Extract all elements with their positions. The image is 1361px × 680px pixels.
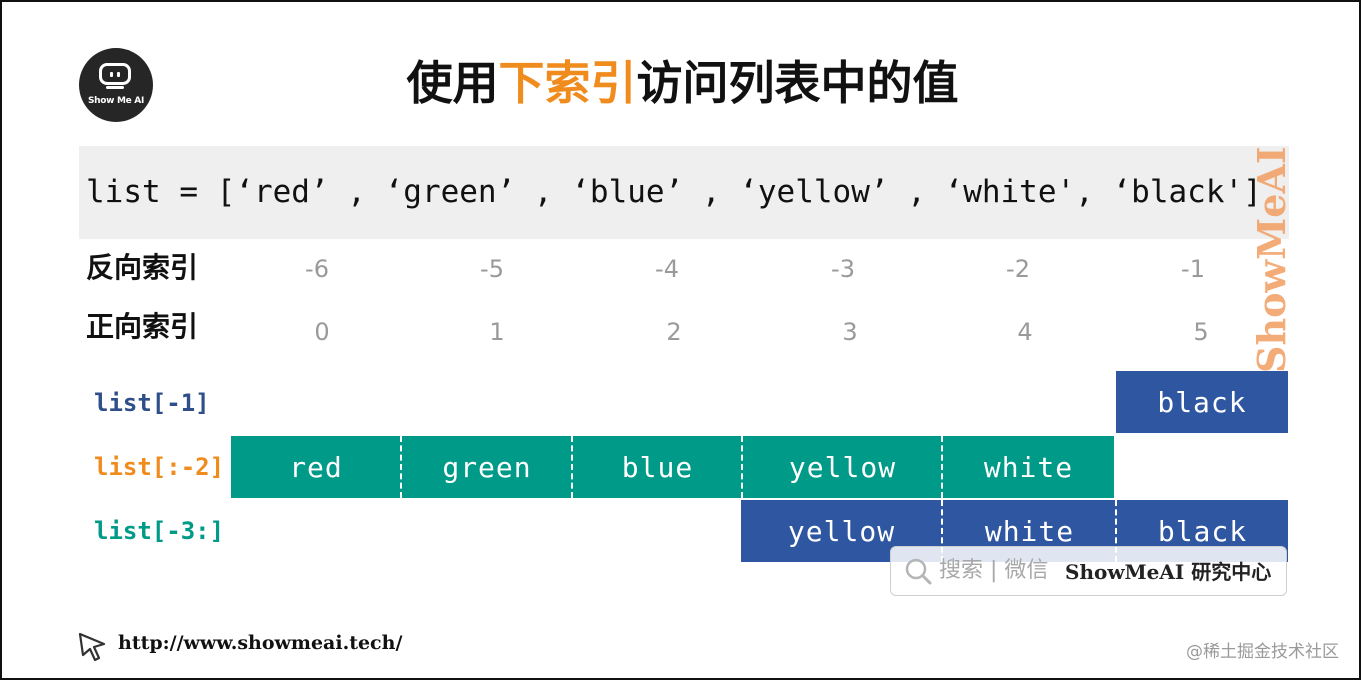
- footer-credit: @稀土掘金技术社区: [1186, 642, 1339, 662]
- robot-icon: [99, 63, 131, 85]
- slice-cell-white: white: [941, 436, 1114, 498]
- showmeai-logo: Show Me AI: [79, 48, 153, 122]
- title-highlight: 下索引: [498, 56, 637, 110]
- negative-index-value: -4: [655, 255, 679, 283]
- code-line: list = [‘red’ , ‘green’ , ‘blue’ , ‘yell…: [86, 174, 1262, 210]
- slice-label-neg1: list[-1]: [94, 389, 210, 417]
- positive-index-value: 0: [314, 318, 330, 346]
- slice-cell-black: black: [1116, 371, 1288, 433]
- positive-index-value: 1: [489, 318, 505, 346]
- negative-index-value: -3: [831, 255, 855, 283]
- slice-label-from-neg3: list[-3:]: [94, 517, 225, 545]
- negative-index-value: -1: [1181, 255, 1205, 283]
- slice-cell-yellow: yellow: [741, 436, 942, 498]
- positive-index-value: 3: [842, 318, 858, 346]
- positive-index-value: 2: [666, 318, 682, 346]
- search-icon: [905, 558, 932, 585]
- slice-cell-red: red: [231, 436, 401, 498]
- negative-index-value: -5: [480, 255, 504, 283]
- negative-index-value: -6: [305, 255, 329, 283]
- code-band: [79, 146, 1289, 239]
- search-text: 搜索 | 微信: [939, 558, 1049, 583]
- title-suffix: 访问列表中的值: [636, 56, 959, 110]
- positive-index-label: 正向索引: [86, 310, 199, 343]
- robot-base: [106, 86, 124, 89]
- search-watermark: 搜索 | 微信 ShowMeAI 研究中心: [890, 546, 1287, 596]
- slice-cell-blue: blue: [571, 436, 742, 498]
- logo-text: Show Me AI: [87, 96, 145, 106]
- cursor-icon: [78, 632, 106, 662]
- positive-index-value: 4: [1017, 318, 1033, 346]
- negative-index-value: -2: [1006, 255, 1030, 283]
- slice-cell-green: green: [400, 436, 572, 498]
- slice-label-to-neg2: list[:-2]: [94, 453, 225, 481]
- positive-index-value: 5: [1193, 318, 1209, 346]
- negative-index-label: 反向索引: [86, 251, 199, 284]
- page-title: 使用下索引访问列表中的值: [2, 54, 1359, 112]
- search-brand: ShowMeAI 研究中心: [1065, 560, 1272, 584]
- vertical-watermark: ShowMeAI: [1249, 146, 1294, 374]
- title-prefix: 使用: [406, 56, 499, 110]
- footer-url[interactable]: http://www.showmeai.tech/: [118, 632, 403, 654]
